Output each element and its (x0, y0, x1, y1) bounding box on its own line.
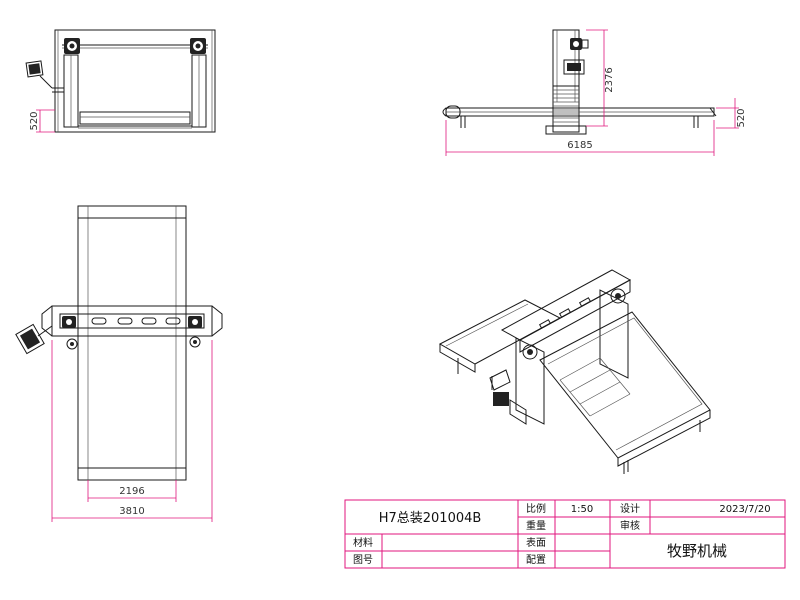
front-height-dimension: 520 (29, 109, 55, 133)
surface-label: 表面 (526, 536, 546, 549)
drawing-no-label: 图号 (353, 554, 373, 566)
top-inner-dimension: 2196 (87, 480, 177, 502)
design-label: 设计 (620, 502, 640, 515)
scale-value: 1:50 (571, 504, 593, 515)
scale-label: 比例 (526, 502, 546, 515)
dim-front-height: 520 (29, 111, 40, 130)
weight-label: 重量 (526, 519, 546, 532)
side-height-dimension: 2376 (586, 29, 615, 127)
isometric-view (438, 269, 711, 474)
drawing-title: H7总装201004B (379, 511, 482, 526)
dim-side-width: 6185 (567, 140, 592, 151)
side-view (442, 29, 717, 135)
dim-side-height: 2376 (604, 67, 615, 92)
side-base-dimension: 520 (716, 98, 747, 129)
company-name: 牧野机械 (667, 542, 727, 560)
dim-top-inner: 2196 (119, 486, 144, 497)
review-label: 审核 (620, 519, 640, 532)
design-date: 2023/7/20 (719, 504, 770, 515)
top-view (15, 205, 223, 481)
material-label: 材料 (353, 536, 373, 549)
top-outer-dimension: 3810 (51, 340, 213, 522)
title-block: H7总装201004B 比例 1:50 设计 2023/7/20 重量 审核 材… (344, 499, 786, 569)
dim-top-outer: 3810 (119, 506, 144, 517)
front-view (25, 29, 216, 133)
config-label: 配置 (526, 554, 546, 566)
side-width-dimension: 6185 (445, 120, 715, 156)
dim-side-base: 520 (736, 108, 747, 127)
